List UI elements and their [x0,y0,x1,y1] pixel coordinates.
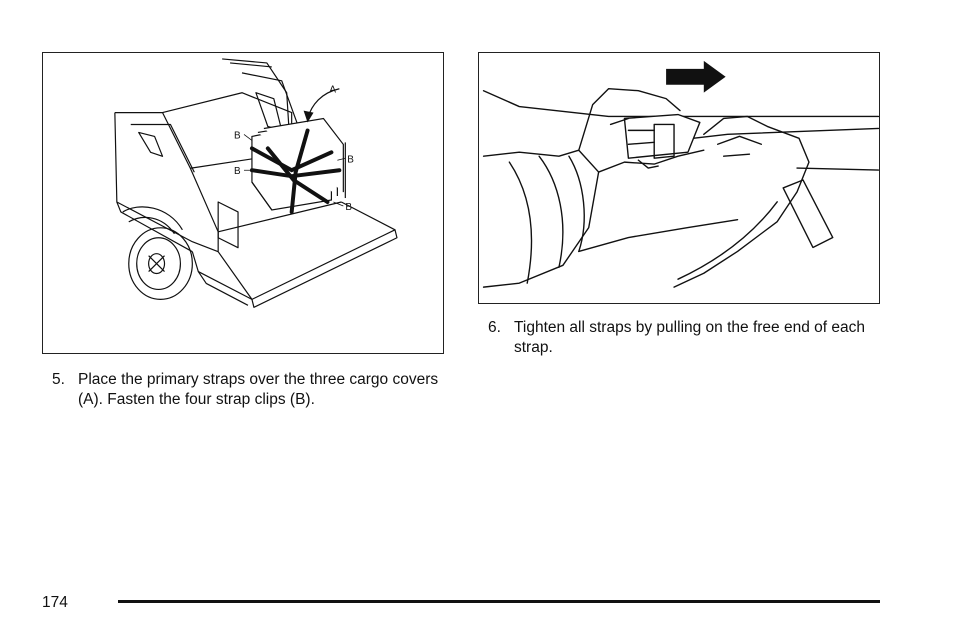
callout-a-label: A [329,85,336,96]
instruction-step-5: 5. Place the primary straps over the thr… [52,370,444,410]
callout-b-label: B [345,202,352,213]
figure-truck-bed-cargo-covers: A B B B B [42,52,444,354]
callout-b-label: B [347,154,354,165]
step-text: Tighten all straps by pulling on the fre… [514,319,865,356]
arrow-right-icon [666,60,726,93]
callout-b-label: B [234,130,241,141]
page-number: 174 [42,594,68,611]
step-number: 6. [488,319,501,336]
callout-b-label: B [234,166,241,177]
footer-rule [118,600,880,603]
hands-tightening-strap-illustration [482,60,879,288]
step-number: 5. [52,371,65,388]
step-text: Place the primary straps over the three … [78,371,439,408]
truck-bed-illustration: A B B B B [114,58,398,308]
figure-tighten-strap [478,52,880,304]
instruction-step-6: 6. Tighten all straps by pulling on the … [488,318,880,358]
